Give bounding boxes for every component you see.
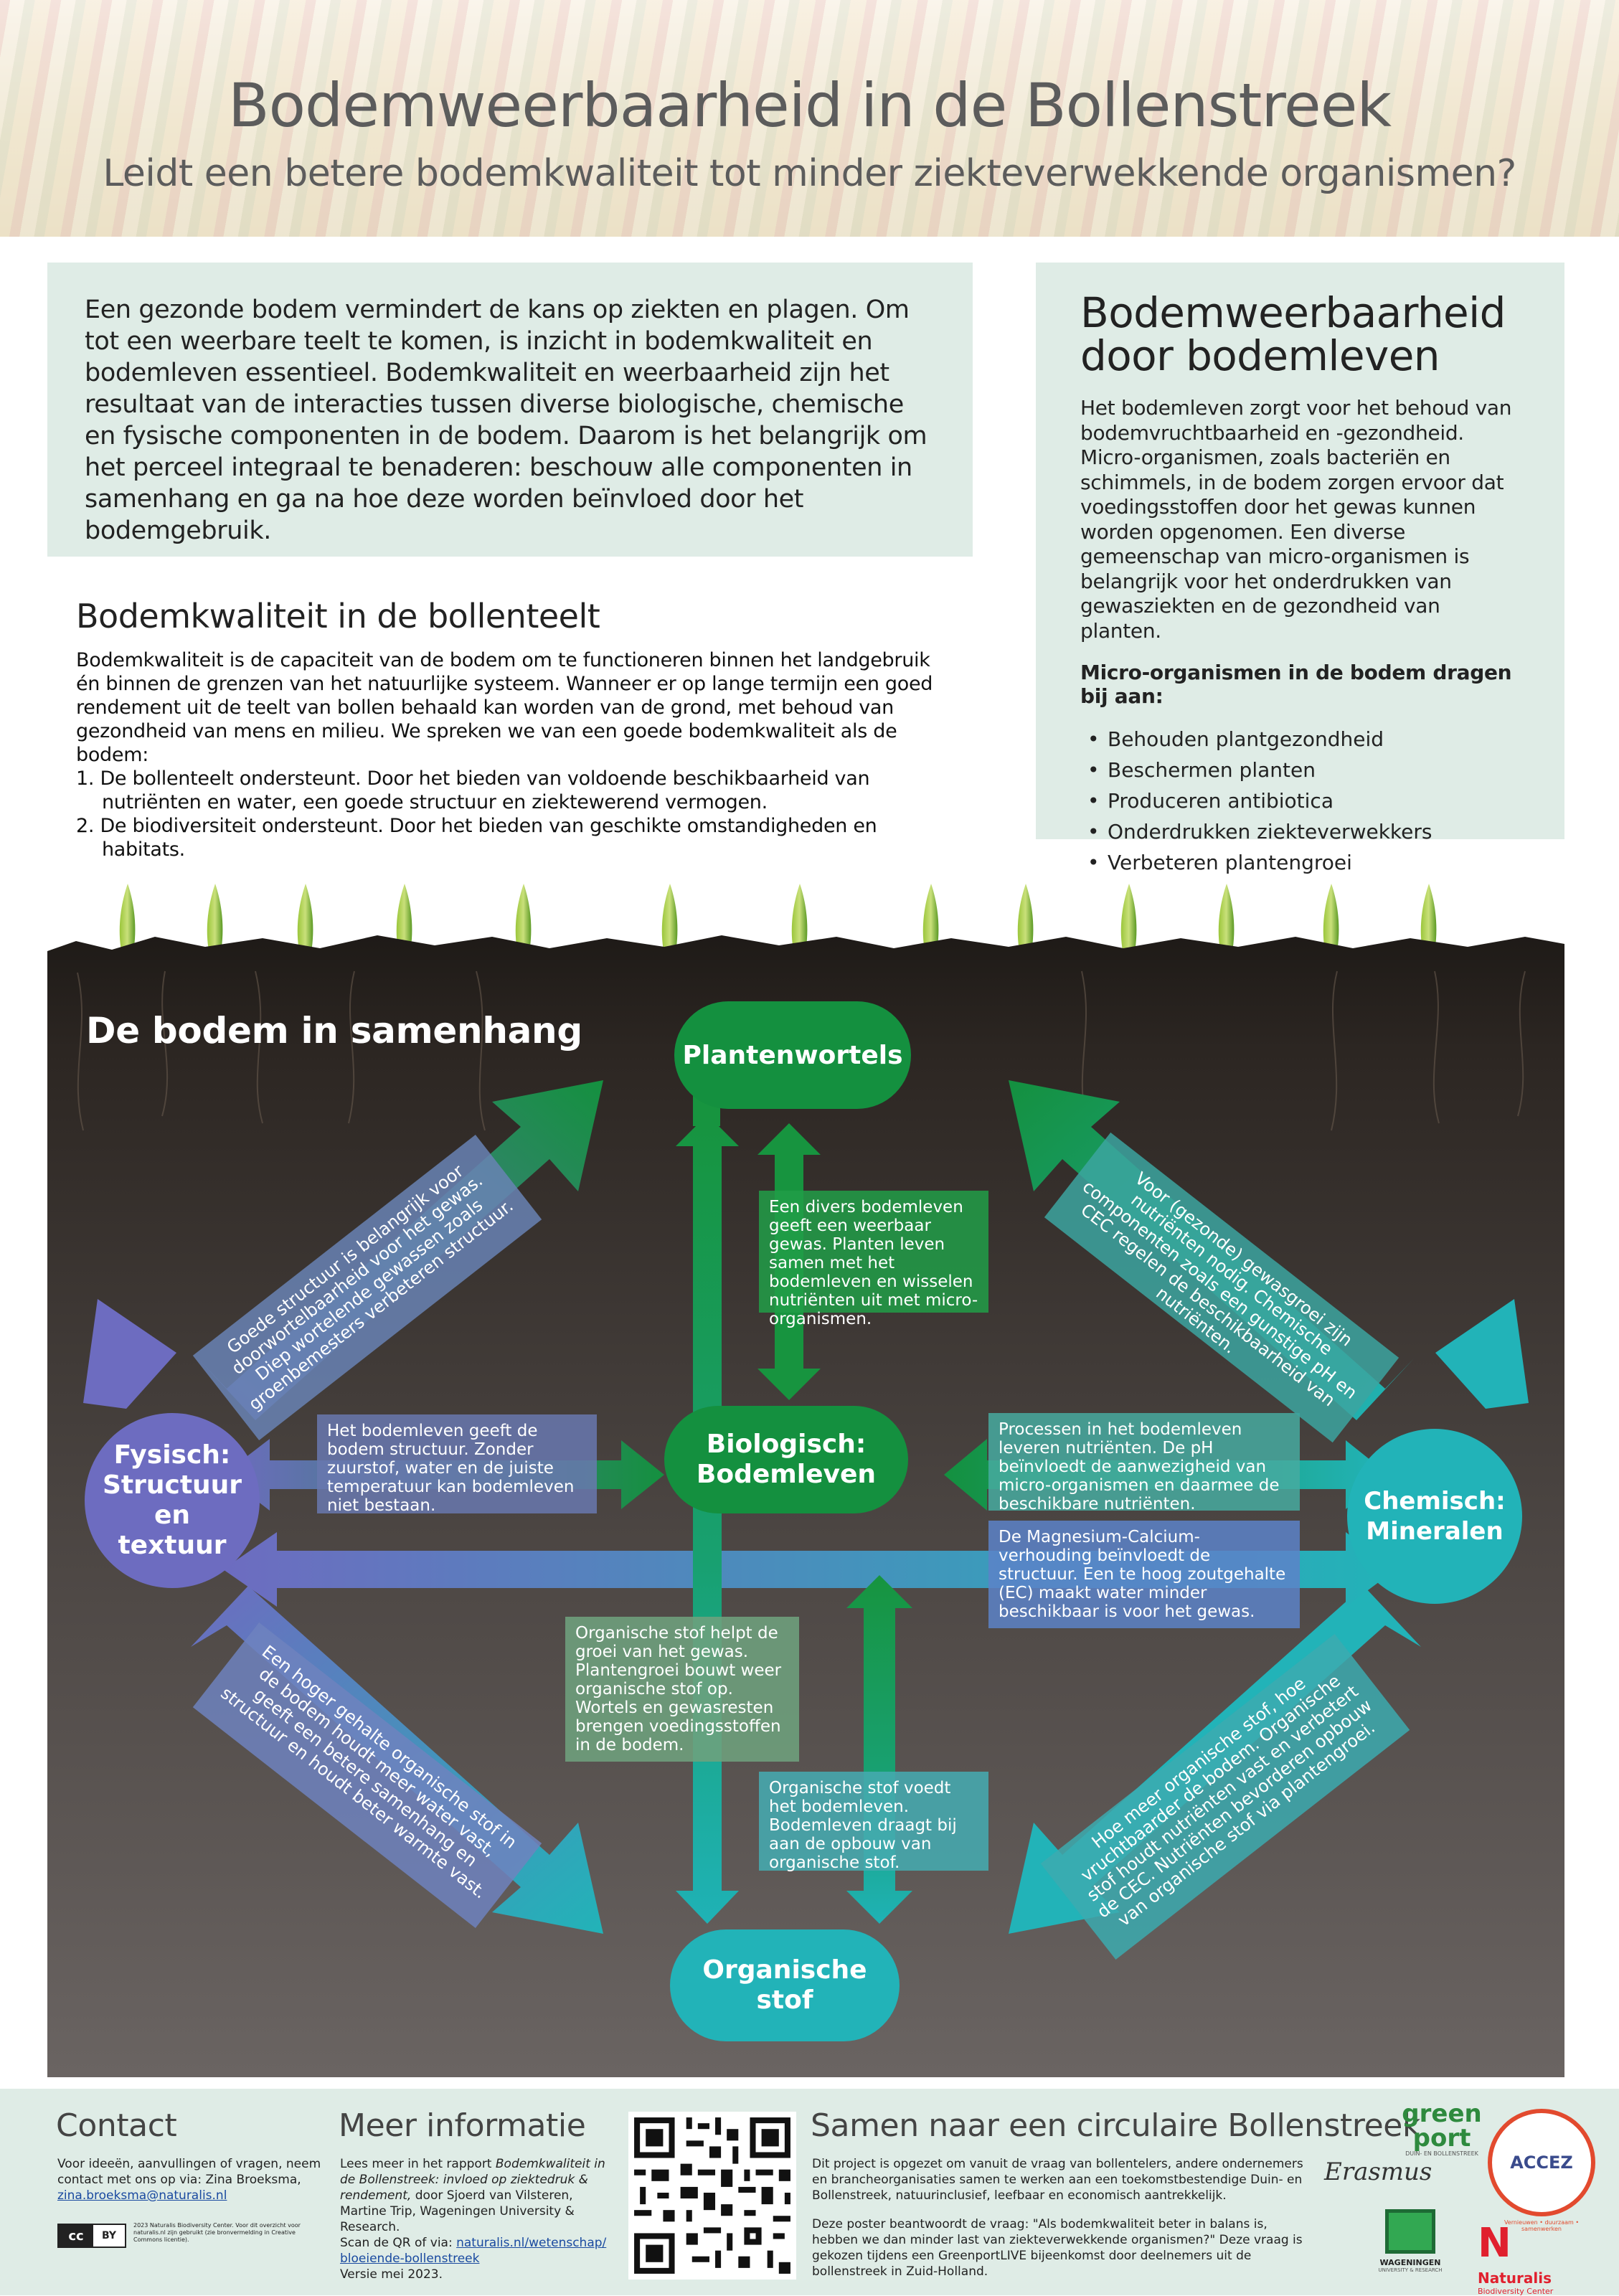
list-item: Behouden plantgezondheid (1080, 724, 1524, 755)
contact-name: Zina Broeksma, (205, 2173, 301, 2187)
list-item: Verbeteren plantengroei (1080, 847, 1524, 878)
node-fysisch: Fysisch: Structuur en textuur (85, 1413, 260, 1588)
accez-ring-text: Vernieuwen • duurzaam • samenwerken (1504, 2219, 1580, 2232)
list-item: Produceren antibiotica (1080, 785, 1524, 816)
contact-email-link[interactable]: zina.broeksma@naturalis.nl (57, 2188, 227, 2203)
meer-text: Lees meer in het rapport (340, 2157, 492, 2171)
note-magnesium-calcium: De Magnesium-Calcium-verhouding beïnvloe… (988, 1521, 1300, 1628)
list-item: Beschermen planten (1080, 755, 1524, 785)
qr-code[interactable] (628, 2112, 796, 2280)
bodemleven-list-title: Micro-organismen in de bodem dragen bij … (1080, 661, 1512, 708)
greenport-logo: green port DUIN- EN BOLLENSTREEK (1402, 2099, 1482, 2157)
note-divers-bodemleven: Een divers bodemleven geeft een weerbaar… (759, 1191, 988, 1328)
bodemkwaliteit-item-2: 2. De biodiversiteit ondersteunt. Door h… (76, 815, 877, 861)
bodemkwaliteit-title: Bodemkwaliteit in de bollenteelt (76, 597, 600, 636)
node-plantenwortels: Plantenwortels (674, 1001, 911, 1109)
bodemkwaliteit-text-block: Bodemkwaliteit is de capaciteit van de b… (76, 648, 958, 861)
intro-panel: Een gezonde bodem vermindert de kans op … (47, 263, 973, 557)
poster-title: Bodemweerbaarheid in de Bollenstreek (227, 70, 1392, 141)
naturalis-logo: N Naturalis Biodiversity Center (1478, 2220, 1554, 2296)
version-text: Versie mei 2023. (340, 2267, 443, 2282)
accez-logo: ACCEZ (1488, 2109, 1595, 2216)
poster-subtitle: Leidt een betere bodemkwaliteit tot mind… (103, 152, 1516, 195)
note-organische-stof-groei: Organische stof helpt de groei van het g… (565, 1617, 799, 1762)
bodemleven-panel: Bodemweerbaarheid door bodemleven Het bo… (1036, 263, 1564, 878)
arrow-plantenwortels-to-fysisch (83, 1299, 176, 1409)
report-authors: door Sjoerd van Vilsteren, Martine Trip,… (340, 2188, 575, 2234)
report-title: Bodemkwaliteit in de Bollenstreek: invlo… (340, 2157, 605, 2203)
bodemkwaliteit-item-1: 1. De bollenteelt ondersteunt. Door het … (76, 767, 870, 813)
node-biologisch: Biologisch: Bodemleven (664, 1406, 908, 1513)
contact-block: Voor ideeën, aanvullingen of vragen, nee… (57, 2156, 323, 2203)
samen-text-1: Dit project is opgezet om vanuit de vraa… (812, 2157, 1303, 2203)
wageningen-logo: WAGENINGEN UNIVERSITY & RESEARCH (1366, 2209, 1455, 2273)
cc-icon: cc (59, 2225, 93, 2247)
list-item: Onderdrukken ziekteverwekkers (1080, 816, 1524, 847)
meer-informatie-block: Lees meer in het rapport Bodemkwaliteit … (340, 2156, 613, 2282)
sprout (1120, 884, 1137, 965)
bodemleven-text: Het bodemleven zorgt voor het behoud van… (1080, 396, 1512, 643)
node-organische-stof: Organische stof (670, 1929, 900, 2041)
header-banner (0, 0, 1619, 237)
note-organische-stof-voedt: Organische stof voedt het bodemleven. Bo… (759, 1772, 988, 1872)
footer (0, 2089, 1619, 2295)
by-icon: BY (101, 2230, 117, 2241)
cc-license-badge: cc BY (57, 2224, 126, 2248)
samen-title: Samen naar een circulaire Bollenstreek (811, 2107, 1421, 2144)
report-link-1[interactable]: naturalis.nl/wetenschap/ (456, 2236, 607, 2250)
arrow-plantenwortels-organisch-right (846, 1575, 912, 1924)
naturalis-n-icon: N (1478, 2220, 1511, 2267)
note-bodemleven-structuur: Het bodemleven geeft de bodem structuur.… (317, 1414, 597, 1515)
note-processen-bodemleven: Processen in het bodemleven leveren nutr… (988, 1413, 1300, 1513)
report-link-2[interactable]: bloeiende-bollenstreek (340, 2252, 480, 2266)
samen-text-2: Deze poster beantwoordt de vraag: "Als b… (812, 2217, 1303, 2279)
diagram-title: De bodem in samenhang (86, 1010, 582, 1052)
meer-informatie-title: Meer informatie (339, 2107, 586, 2144)
contact-title: Contact (56, 2107, 177, 2144)
contact-text: Voor ideeën, aanvullingen of vragen, nee… (57, 2157, 321, 2187)
bodemkwaliteit-text: Bodemkwaliteit is de capaciteit van de b… (76, 649, 933, 766)
bodemleven-list: Behouden plantgezondheid Beschermen plan… (1080, 724, 1524, 878)
wur-icon (1385, 2209, 1435, 2254)
license-text: 2023 Naturalis Biodiversity Center. Voor… (133, 2222, 301, 2243)
scan-text: Scan de QR of via: (340, 2236, 453, 2250)
bodemleven-title: Bodemweerbaarheid door bodemleven (1080, 288, 1506, 380)
erasmus-logo: Erasmus (1324, 2158, 1432, 2186)
intro-text: Een gezonde bodem vermindert de kans op … (85, 296, 927, 545)
node-chemisch: Chemisch: Mineralen (1347, 1429, 1522, 1604)
